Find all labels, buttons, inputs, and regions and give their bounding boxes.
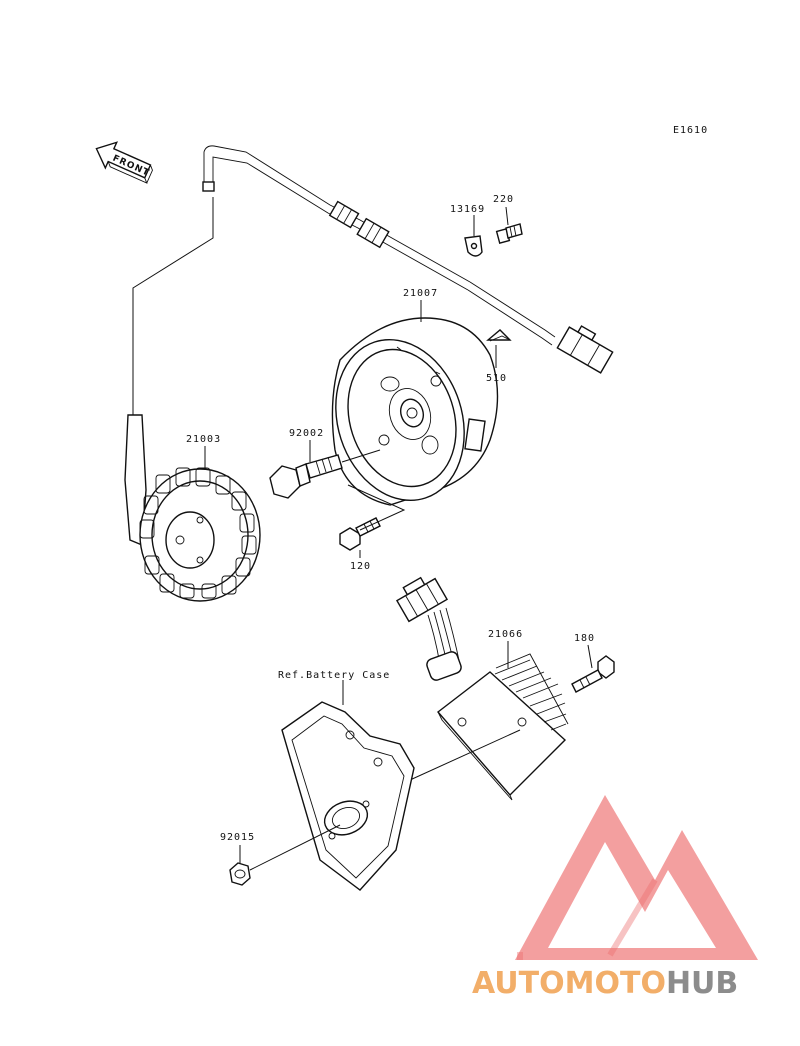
logo-text-automoto: AUTOMOTO bbox=[472, 966, 666, 1001]
front-arrow-icon: FRONT bbox=[95, 141, 153, 184]
nut-92015 bbox=[229, 845, 251, 886]
screw-220 bbox=[495, 206, 523, 244]
automotohub-logo: AUTOMOTOHUB bbox=[472, 795, 758, 1001]
stator-coil bbox=[124, 414, 261, 602]
ref-battery-case-label: Ref.Battery Case bbox=[278, 670, 390, 681]
part-label-13169: 13169 bbox=[450, 204, 485, 215]
rotor-flywheel bbox=[331, 300, 499, 506]
bolt-180 bbox=[571, 644, 615, 693]
part-label-510: 510 bbox=[486, 373, 507, 384]
part-label-21007: 21007 bbox=[403, 288, 438, 299]
part-label-21066: 21066 bbox=[488, 629, 523, 640]
harness-connector bbox=[556, 325, 614, 374]
part-label-220: 220 bbox=[493, 194, 514, 205]
part-label-92002: 92002 bbox=[289, 428, 324, 439]
diagram-code: E1610 bbox=[673, 125, 708, 136]
rotor-bolt bbox=[269, 440, 381, 499]
battery-case bbox=[249, 680, 415, 891]
part-label-92015: 92015 bbox=[220, 832, 255, 843]
clamp-part bbox=[464, 215, 483, 257]
regulator-rectifier bbox=[395, 576, 569, 801]
part-label-120: 120 bbox=[350, 561, 371, 572]
svg-text:AUTOMOTOHUB: AUTOMOTOHUB bbox=[472, 966, 738, 1001]
part-label-21003: 21003 bbox=[186, 434, 221, 445]
screw-120 bbox=[339, 484, 406, 558]
wiring-harness bbox=[132, 145, 614, 415]
woodruff-key bbox=[486, 329, 512, 368]
logo-text-hub: HUB bbox=[666, 966, 738, 1001]
part-label-180: 180 bbox=[574, 633, 595, 644]
